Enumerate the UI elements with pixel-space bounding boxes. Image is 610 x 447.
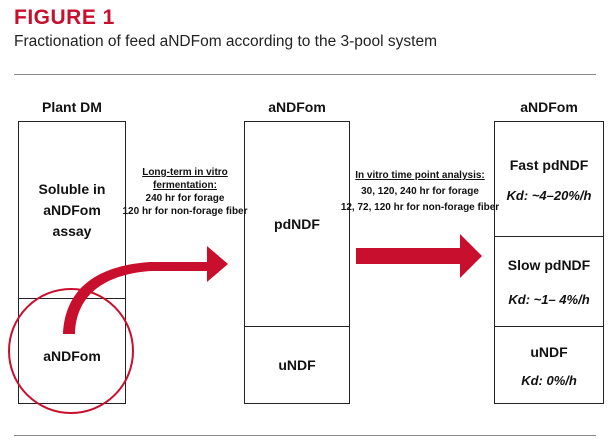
- figure-title: Fractionation of feed aNDFom according t…: [14, 33, 438, 50]
- middle-undf-cell: uNDF: [245, 326, 349, 404]
- right-undf-cell: uNDF Kd: 0%/h: [495, 326, 603, 404]
- top-rule: [14, 74, 596, 75]
- plant-dm-box: Soluble in aNDFom assay aNDFom: [18, 121, 126, 404]
- soluble-cell: Soluble in aNDFom assay: [19, 122, 125, 298]
- middle-andfom-box: pdNDF uNDF: [244, 121, 350, 404]
- fermentation-note-nonforage: 120 hr for non-forage fiber: [122, 206, 248, 217]
- right-andfom-box: Fast pdNDF Kd: ~4–20%/h Slow pdNDF Kd: ~…: [494, 121, 604, 404]
- fast-pdndf-label: Fast pdNDF: [509, 157, 589, 173]
- figure-label: FIGURE 1: [14, 6, 115, 29]
- curved-arrow: [63, 246, 228, 334]
- fermentation-note-forage: 240 hr for forage: [145, 193, 225, 204]
- time-point-note-forage: 30, 120, 240 hr for forage: [361, 186, 479, 197]
- time-point-note-nonforage: 12, 72, 120 hr for non-forage fiber: [340, 202, 500, 213]
- undf-kd-label: Kd: 0%/h: [521, 373, 577, 388]
- plant-dm-header: Plant DM: [42, 99, 102, 115]
- fermentation-note-title-2: fermentation:: [153, 180, 217, 191]
- highlight-circle: [8, 288, 134, 414]
- fermentation-note-title-1: Long-term in vitro: [142, 167, 228, 178]
- slow-pdndf-label: Slow pdNDF: [507, 257, 591, 273]
- slow-kd-label: Kd: ~1– 4%/h: [508, 292, 590, 307]
- andfom-label: aNDFom: [43, 347, 101, 364]
- fermentation-note: Long-term in vitro fermentation: 240 hr …: [120, 166, 250, 218]
- right-divider-2: [495, 326, 603, 327]
- right-undf-label: uNDF: [530, 344, 568, 360]
- middle-undf-label: uNDF: [278, 356, 316, 373]
- slow-pdndf-cell: Slow pdNDF Kd: ~1– 4%/h: [495, 236, 603, 326]
- middle-divider: [245, 326, 349, 327]
- time-point-note: In vitro time point analysis: 30, 120, 2…: [340, 169, 500, 214]
- andfom-cell: aNDFom: [19, 336, 125, 376]
- straight-arrow: [356, 234, 482, 278]
- soluble-label: Soluble in aNDFom assay: [38, 180, 106, 239]
- time-point-note-title: In vitro time point analysis:: [355, 170, 485, 181]
- middle-andfom-header: aNDFom: [268, 99, 326, 115]
- pdndf-cell: pdNDF: [245, 122, 349, 326]
- right-divider-1: [495, 236, 603, 237]
- fast-kd-label: Kd: ~4–20%/h: [506, 188, 592, 203]
- pdndf-label: pdNDF: [274, 215, 320, 232]
- plant-dm-divider: [19, 298, 125, 299]
- fast-pdndf-cell: Fast pdNDF Kd: ~4–20%/h: [495, 122, 603, 236]
- bottom-rule: [14, 435, 596, 436]
- right-andfom-header: aNDFom: [520, 99, 578, 115]
